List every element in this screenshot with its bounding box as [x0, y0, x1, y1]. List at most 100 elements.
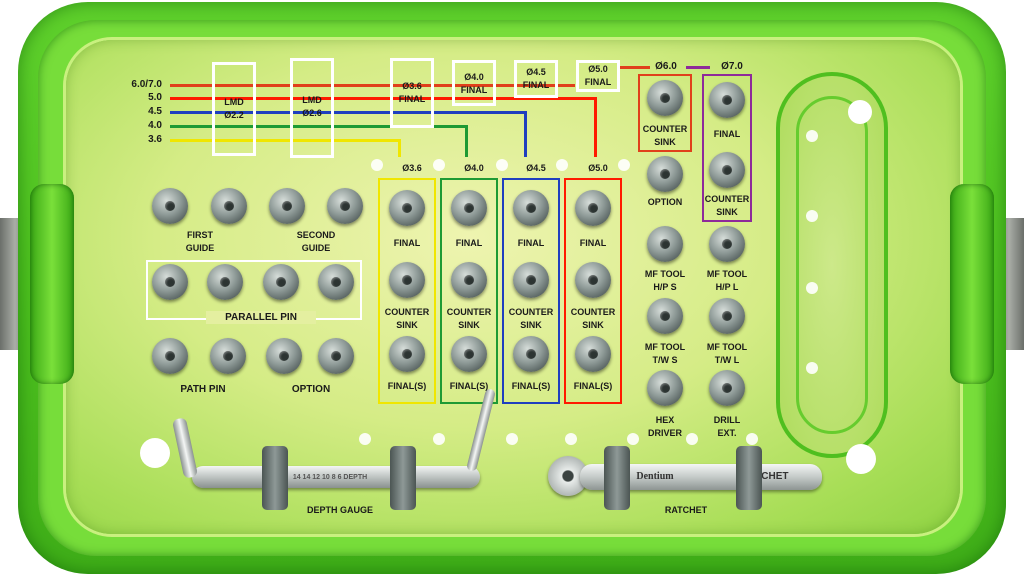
- dot: [806, 282, 818, 294]
- legend-size-45: 4.5: [148, 106, 162, 117]
- drill-slot[interactable]: [513, 336, 549, 372]
- right-handle[interactable]: [950, 184, 994, 384]
- drop-yellow: [398, 139, 401, 157]
- drill-slot[interactable]: [269, 188, 305, 224]
- col50-counter-sink-label: COUNTER SINK: [570, 307, 616, 330]
- drill-slot[interactable]: [709, 298, 745, 334]
- col40-final-s-label: FINAL(S): [449, 381, 489, 391]
- gauge-clip-right: [390, 446, 416, 510]
- col45-final-s-label: FINAL(S): [511, 381, 551, 391]
- drill-slot[interactable]: [513, 262, 549, 298]
- drop-red: [594, 97, 597, 157]
- drill-slot[interactable]: [263, 264, 299, 300]
- col36-final-label: FINAL: [393, 238, 421, 248]
- col45-final-label: FINAL: [517, 238, 545, 248]
- drill-slot[interactable]: [513, 190, 549, 226]
- box-final-40: [452, 60, 496, 106]
- drill-slot[interactable]: [647, 370, 683, 406]
- col50-final-label: FINAL: [579, 238, 607, 248]
- drill-slot[interactable]: [451, 262, 487, 298]
- dot: [496, 159, 508, 171]
- right-final-label: FINAL: [713, 129, 741, 139]
- line-yellow: [170, 139, 400, 142]
- col36-final-s-label: FINAL(S): [387, 381, 427, 391]
- mf-hpl-label: MF TOOL H/P L: [706, 269, 748, 292]
- dot: [565, 433, 577, 445]
- corner-hole-right: [846, 444, 876, 474]
- left-handle[interactable]: [30, 184, 74, 384]
- oval-compartment-inner: [796, 96, 868, 434]
- right-counter-sink2-label: COUNTER SINK: [704, 194, 750, 217]
- line-orange-right: [620, 66, 650, 69]
- drill-slot[interactable]: [709, 152, 745, 188]
- legend-size-36: 3.6: [148, 134, 162, 145]
- drill-slot[interactable]: [709, 370, 745, 406]
- col45-counter-sink-label: COUNTER SINK: [508, 307, 554, 330]
- drill-slot[interactable]: [575, 336, 611, 372]
- parallel-pin-label: PARALLEL PIN: [206, 311, 316, 324]
- right-option-label: OPTION: [647, 197, 683, 207]
- first-guide-label: FIRST GUIDE: [185, 230, 215, 253]
- drill-slot[interactable]: [575, 190, 611, 226]
- drill-slot[interactable]: [647, 156, 683, 192]
- box-lmd-26: [290, 58, 334, 158]
- drill-slot[interactable]: [152, 338, 188, 374]
- dot: [686, 433, 698, 445]
- legend-size-60-70: 6.0/7.0: [131, 79, 162, 90]
- drill-slot[interactable]: [152, 264, 188, 300]
- drill-slot[interactable]: [451, 336, 487, 372]
- dot: [556, 159, 568, 171]
- column-50: [564, 178, 622, 404]
- drill-slot[interactable]: [709, 82, 745, 118]
- col-header-50: Ø5.0: [588, 163, 608, 173]
- lmd-22-label: LMD Ø2.2: [224, 97, 244, 120]
- drill-slot[interactable]: [575, 262, 611, 298]
- drill-slot[interactable]: [211, 188, 247, 224]
- drill-slot[interactable]: [389, 190, 425, 226]
- dot: [806, 130, 818, 142]
- drill-slot[interactable]: [266, 338, 302, 374]
- column-36: [378, 178, 436, 404]
- dot: [433, 433, 445, 445]
- col40-counter-sink-label: COUNTER SINK: [446, 307, 492, 330]
- corner-hole-top-right: [848, 100, 872, 124]
- drill-slot[interactable]: [210, 338, 246, 374]
- ratchet-label: RATCHET: [664, 505, 708, 515]
- line-blue: [170, 111, 525, 114]
- final-36-label: Ø3.6 FINAL: [398, 81, 426, 104]
- column-40: [440, 178, 498, 404]
- lmd-26-label: LMD Ø2.6: [302, 95, 322, 118]
- drill-slot[interactable]: [389, 262, 425, 298]
- corner-hole-left: [140, 438, 170, 468]
- depth-gauge-label: DEPTH GAUGE: [306, 505, 373, 515]
- drill-slot[interactable]: [647, 80, 683, 116]
- drill-slot[interactable]: [647, 298, 683, 334]
- line-purple: [686, 66, 710, 69]
- drill-slot[interactable]: [152, 188, 188, 224]
- line-green: [170, 125, 467, 128]
- gauge-clip-left: [262, 446, 288, 510]
- drill-slot[interactable]: [318, 338, 354, 374]
- col50-final-s-label: FINAL(S): [573, 381, 613, 391]
- box-final-36: [390, 58, 434, 128]
- col-header-45: Ø4.5: [526, 163, 546, 173]
- mf-tws-label: MF TOOL T/W S: [644, 342, 686, 365]
- dot: [627, 433, 639, 445]
- drill-slot[interactable]: [451, 190, 487, 226]
- box-lmd-22: [212, 62, 256, 156]
- drill-slot[interactable]: [327, 188, 363, 224]
- drill-slot[interactable]: [318, 264, 354, 300]
- legend-size-40: 4.0: [148, 120, 162, 131]
- drill-ext-label: DRILL EXT.: [713, 415, 741, 438]
- oval-compartment: [776, 72, 888, 458]
- hex-driver-label: HEX DRIVER: [647, 415, 682, 438]
- col-header-40: Ø4.0: [464, 163, 484, 173]
- drill-slot[interactable]: [389, 336, 425, 372]
- dot: [746, 433, 758, 445]
- line-orange: [170, 84, 575, 87]
- ratchet-clip-left: [604, 446, 630, 510]
- drill-slot[interactable]: [647, 226, 683, 262]
- drill-slot[interactable]: [709, 226, 745, 262]
- box-70: [702, 74, 752, 222]
- drill-slot[interactable]: [207, 264, 243, 300]
